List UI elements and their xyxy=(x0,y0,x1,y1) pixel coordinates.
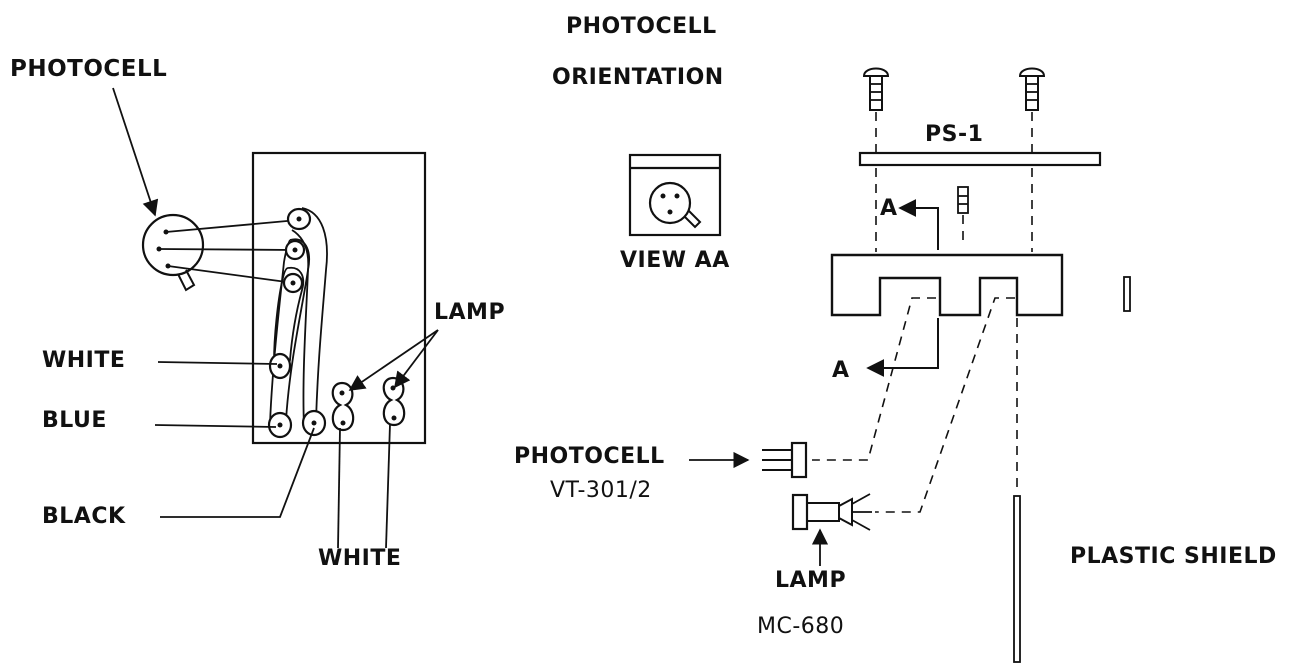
photocell-leader-arrow xyxy=(112,87,159,217)
view-aa-label: VIEW AA xyxy=(620,248,730,273)
small-board-symbol xyxy=(957,186,969,240)
white-wire-label-top: WHITE xyxy=(42,348,126,373)
plastic-shield xyxy=(1013,495,1021,663)
housing-block xyxy=(830,253,1064,317)
section-a-label-bottom: A xyxy=(832,358,850,383)
screw-left xyxy=(862,67,890,111)
photocell-part-drawing xyxy=(689,441,808,479)
white-wire-label-bottom: WHITE xyxy=(318,546,402,571)
side-part xyxy=(1123,276,1131,312)
section-arrow-top xyxy=(898,199,939,250)
ps-1-label: PS-1 xyxy=(925,122,984,147)
wire-leaders xyxy=(154,361,391,549)
blue-wire-label: BLUE xyxy=(42,408,107,433)
photocell-leads xyxy=(158,219,299,284)
photocell-component xyxy=(141,213,205,292)
screw-right xyxy=(1018,67,1046,111)
view-aa-icon xyxy=(628,153,722,237)
assembly-dash-lines xyxy=(812,297,1018,513)
section-arrow-bottom xyxy=(866,318,939,377)
screw-guide-lines xyxy=(875,112,1033,252)
orientation-title-line2: ORIENTATION xyxy=(552,65,724,90)
photocell-part-number: VT-301/2 xyxy=(550,478,652,503)
lamp-pads xyxy=(331,376,406,432)
photocell-label-left: PHOTOCELL xyxy=(10,56,168,82)
black-wire-label: BLACK xyxy=(42,504,126,529)
ps-1-plate xyxy=(858,151,1102,167)
lamp-label-right: LAMP xyxy=(775,568,847,593)
section-a-label-top: A xyxy=(880,196,898,221)
lamp-label-left: LAMP xyxy=(434,300,506,325)
lamp-part-drawing xyxy=(791,493,872,566)
pcb-pads xyxy=(267,207,327,439)
photocell-label-right: PHOTOCELL xyxy=(514,444,665,469)
plastic-shield-label: PLASTIC SHIELD xyxy=(1070,544,1277,569)
lamp-leader-arrows xyxy=(348,329,439,391)
orientation-title-line1: PHOTOCELL xyxy=(566,14,717,39)
lamp-part-number: MC-680 xyxy=(757,614,845,639)
